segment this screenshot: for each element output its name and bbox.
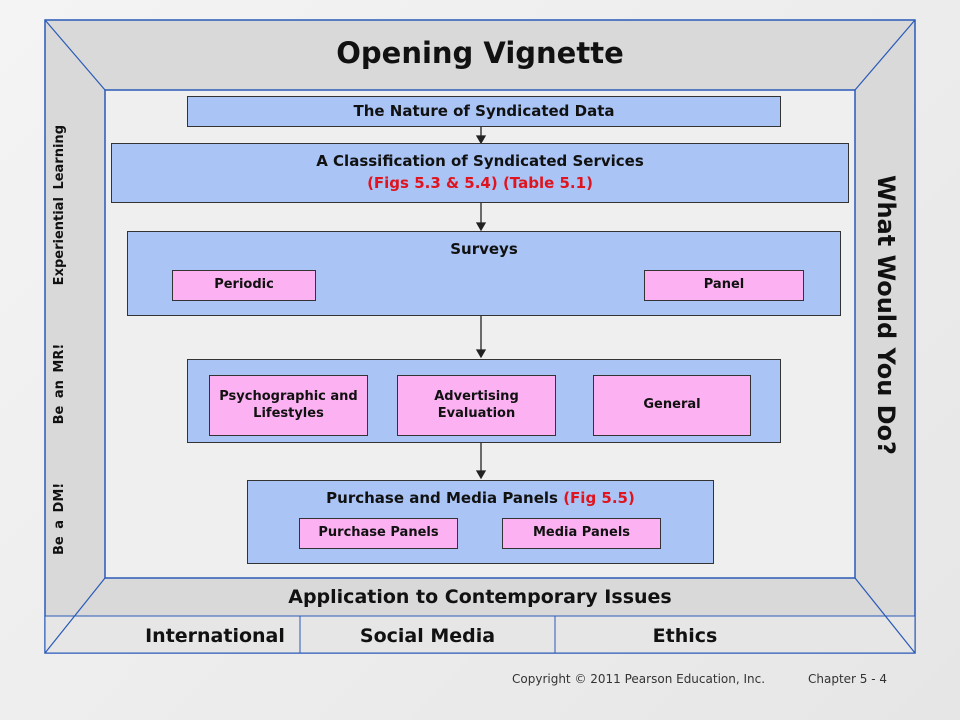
- media-panels-box: Media Panels: [502, 518, 661, 549]
- chapter-number: Chapter 5 - 4: [808, 672, 888, 686]
- tab-social-media: Social Media: [359, 625, 496, 647]
- classification-label: A Classification of Syndicated Services: [316, 152, 644, 170]
- diagonal-top-right: [854, 19, 916, 91]
- periodic-box: Periodic: [172, 270, 316, 301]
- classification-box: A Classification of Syndicated Services …: [111, 143, 849, 203]
- copyright-text: Copyright © 2011 Pearson Education, Inc.: [512, 672, 766, 686]
- diagonal-bottom-left: [44, 577, 106, 654]
- panel-box: Panel: [644, 270, 804, 301]
- general-box: General: [593, 375, 751, 436]
- psychographic-box: Psychographic and Lifestyles: [209, 375, 368, 436]
- arrow-head-1: [475, 135, 487, 145]
- diagonal-bottom-right: [854, 577, 916, 654]
- left-sidebar-text: Be a DM! Be an MR! Experiential Learning: [52, 125, 67, 555]
- contemporary-issues-title: Application to Contemporary Issues: [288, 586, 672, 608]
- purchase-media-ref: (Fig 5.5): [563, 489, 635, 507]
- tabs-band: [44, 615, 916, 654]
- arrow-head-4: [475, 470, 487, 480]
- advertising-box: Advertising Evaluation: [397, 375, 556, 436]
- surveys-label: Surveys: [450, 240, 518, 258]
- page-title: Opening Vignette: [336, 36, 624, 70]
- diagonal-top-left: [44, 19, 106, 91]
- right-sidebar-text: What Would You Do?: [872, 175, 900, 455]
- purchase-media-label: Purchase and Media Panels: [326, 489, 558, 507]
- sidebar-item-mr: Be an MR!: [52, 343, 67, 425]
- arrow-head-2: [475, 222, 487, 232]
- purchase-panels-box: Purchase Panels: [299, 518, 458, 549]
- sidebar-item-experiential: Experiential Learning: [52, 125, 67, 286]
- arrow-head-3: [475, 349, 487, 359]
- sidebar-item-dm: Be a DM!: [52, 482, 67, 555]
- classification-refs: (Figs 5.3 & 5.4) (Table 5.1): [367, 174, 593, 192]
- tab-international: International: [145, 625, 285, 647]
- tab-ethics: Ethics: [652, 625, 718, 647]
- nature-box: The Nature of Syndicated Data: [187, 96, 781, 127]
